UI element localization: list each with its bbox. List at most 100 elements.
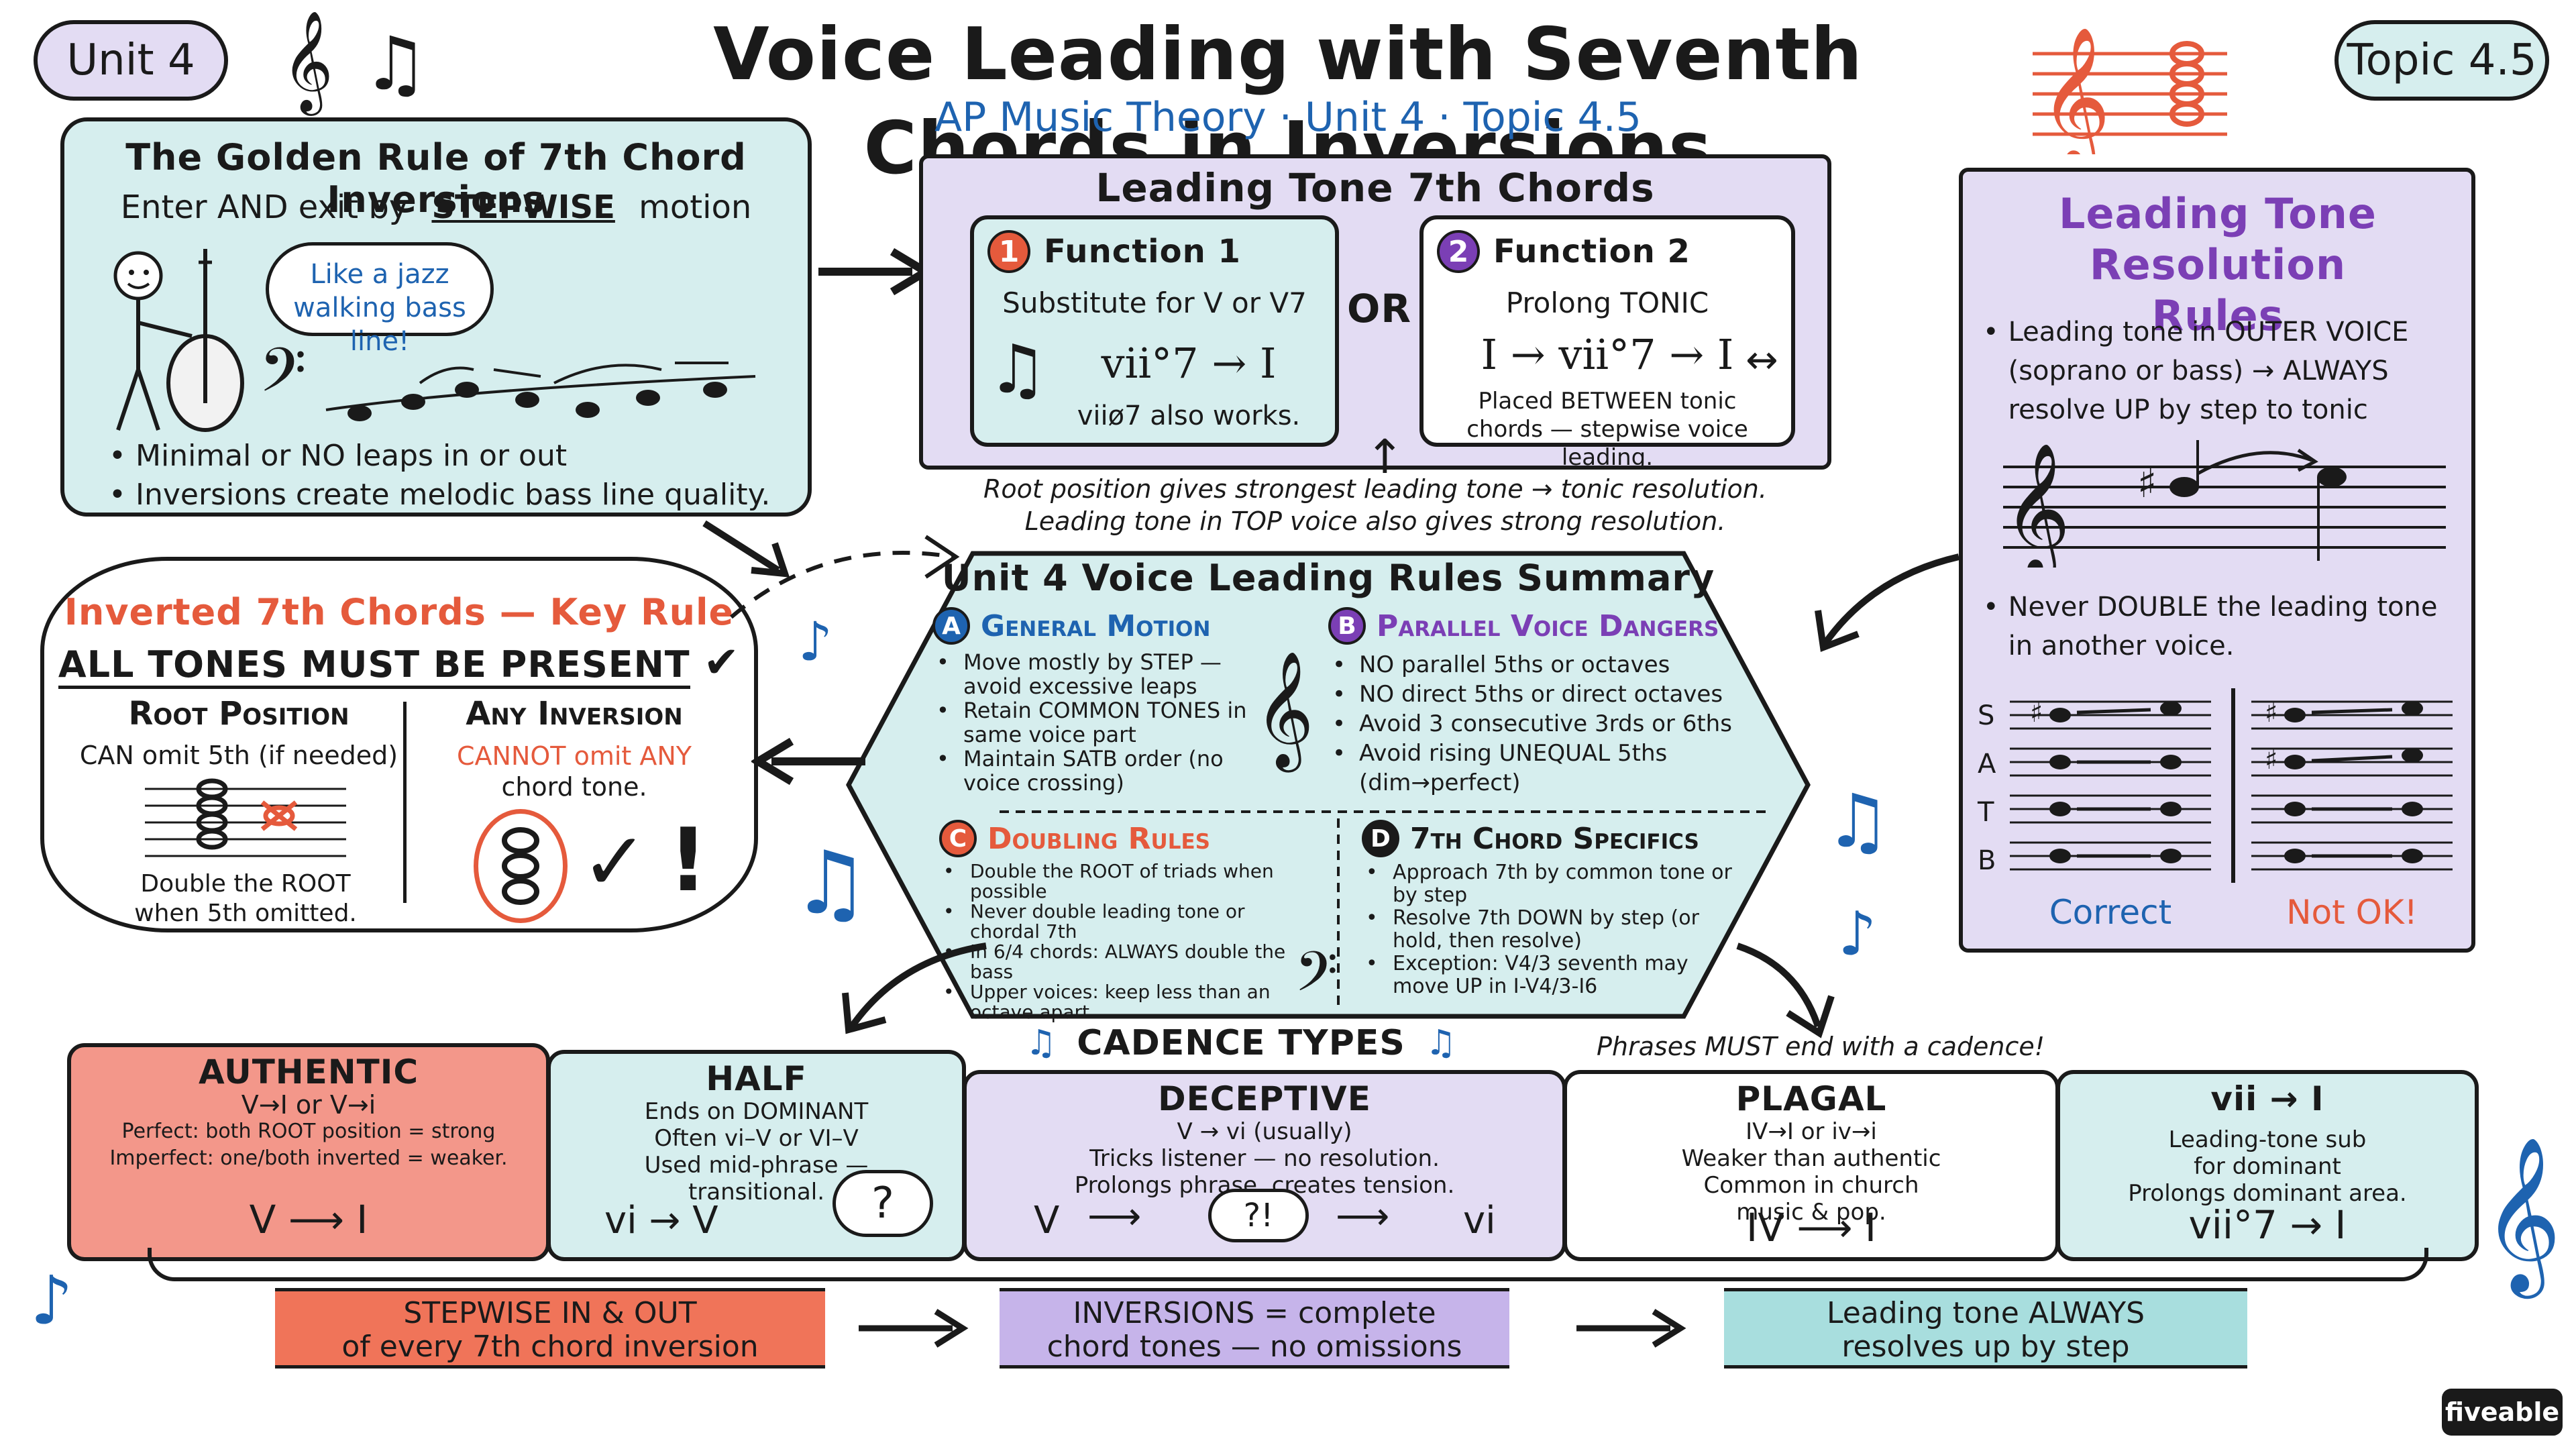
cadence-name: Authentic xyxy=(198,1053,419,1091)
eighth-notes-icon: ♫ xyxy=(1825,778,1891,864)
eighth-notes-icon: ♫ xyxy=(1025,1023,1057,1063)
voice-label-a: A xyxy=(1978,749,1996,780)
summary-section-b: B Parallel Voice Dangers NO parallel 5th… xyxy=(1328,607,1758,798)
section-c-title: Doubling Rules xyxy=(987,821,1210,856)
banner-line: chord tones — no omissions xyxy=(1046,1330,1462,1364)
section-a-badge: A xyxy=(932,607,970,645)
voice-label-s: S xyxy=(1978,700,1995,731)
subtitle-emphasis: STEPWISE xyxy=(431,189,615,226)
cadence-line: transitional. xyxy=(688,1179,825,1205)
page-title: Voice Leading with Seventh Chords in Inv… xyxy=(713,13,1863,191)
list-item: Resolve 7th DOWN by step (or hold, then … xyxy=(1362,907,1737,953)
bass-player-icon xyxy=(113,249,244,432)
cadence-half: Half Ends on DOMINANT Often vi–V or VI–V… xyxy=(547,1050,966,1261)
correct-label: Correct xyxy=(2049,893,2172,932)
leading-tone-staff: 𝄞 ♯ xyxy=(2003,440,2446,568)
inv-desc-text: chord tone. xyxy=(501,772,647,802)
leading-tone-caption: Root position gives strongest leading to… xyxy=(939,473,1811,537)
banner-arrow xyxy=(1576,1309,1686,1348)
cloud-divider xyxy=(403,702,407,903)
cadence-line: V → vi (usually) xyxy=(1177,1118,1352,1145)
cadence-line: Weaker than authentic xyxy=(1681,1145,1941,1172)
subtitle-pre: Enter AND exit by xyxy=(120,189,409,226)
function-1-title: Function 1 xyxy=(1044,233,1241,270)
cadence-bracket xyxy=(148,1248,2428,1281)
arrow-to-authentic xyxy=(842,943,987,1034)
cadence-header: ♫ Cadence Types ♫ xyxy=(1006,1023,1476,1063)
summary-section-a: A General Motion Move mostly by STEP — a… xyxy=(932,607,1275,795)
cadence-line: Tricks listener — no resolution. xyxy=(1089,1145,1440,1172)
section-a-title: General Motion xyxy=(981,608,1211,643)
checkmark-icon: ✔ xyxy=(703,638,741,688)
banner-inversions: INVERSIONS = complete chord tones — no o… xyxy=(1000,1288,1509,1368)
cadence-line: music & pop. xyxy=(1736,1199,1886,1226)
function-1-header: 1 Function 1 xyxy=(987,230,1241,273)
banner-line: of every 7th chord inversion xyxy=(341,1330,759,1364)
cadence-line: Perfect: both ROOT position = strong xyxy=(121,1120,496,1143)
music-note-icon: ♪ xyxy=(798,610,833,673)
cadence-name: Plagal xyxy=(1735,1079,1887,1118)
surprise-bubble-icon: ?! xyxy=(1208,1189,1309,1242)
function-2-card: 2 Function 2 Prolong TONIC I → vii°7 → I… xyxy=(1419,215,1795,471)
cadence-line: Imperfect: one/both inverted = weaker. xyxy=(109,1146,508,1170)
inv-desc-emphasis: CANNOT omit ANY xyxy=(456,741,692,771)
rule-2-text: Never DOUBLE the leading tone in another… xyxy=(2008,592,2438,661)
or-label: OR xyxy=(1347,286,1411,331)
banner-arrow xyxy=(859,1309,969,1348)
svg-text:♯: ♯ xyxy=(2265,745,2277,775)
cadence-formula: vi → V xyxy=(604,1199,718,1242)
stacked-notes-icon xyxy=(502,827,539,905)
section-d-badge: D xyxy=(1362,820,1399,857)
summary-title: Unit 4 Voice Leading Rules Summary xyxy=(941,557,1715,599)
cadence-title: Cadence Types xyxy=(1077,1023,1405,1063)
list-item: NO direct 5ths or direct octaves xyxy=(1328,680,1758,709)
golden-rule-bullets: Minimal or NO leaps in or out Inversions… xyxy=(105,437,802,515)
banner-line: STEPWISE IN & OUT xyxy=(403,1296,697,1330)
cadence-name: Deceptive xyxy=(1158,1079,1371,1118)
golden-rule-title: The Golden Rule of 7th Chord Inversions xyxy=(125,136,747,221)
any-inversion-desc: CANNOT omit ANY chord tone. xyxy=(420,741,729,802)
svg-text:♯: ♯ xyxy=(2030,698,2043,729)
resolution-rules-panel: Leading Tone Resolution Rules •Leading t… xyxy=(1959,168,2475,953)
list-item: Never double leading tone or chordal 7th xyxy=(939,902,1288,942)
list-item: Retain COMMON TONES in same voice part xyxy=(932,698,1275,747)
music-note-icon: ♫ xyxy=(987,330,1048,409)
list-item: Maintain SATB order (no voice crossing) xyxy=(932,747,1275,795)
caption-line: Leading tone in TOP voice also gives str… xyxy=(1024,506,1726,536)
dashed-connector xyxy=(730,535,960,619)
resolution-rule-1: •Leading tone in OUTER VOICE (soprano or… xyxy=(1983,313,2453,429)
section-d-header: D 7th Chord Specifics xyxy=(1362,820,1737,857)
function-1-formula: vii°7 → I xyxy=(1101,339,1277,388)
cadence-line: Ends on DOMINANT xyxy=(644,1098,869,1125)
section-b-title: Parallel Voice Dangers xyxy=(1377,608,1719,643)
leading-tone-title: Leading Tone 7th Chords xyxy=(1095,165,1655,211)
topic-badge: Topic 4.5 xyxy=(2334,20,2549,101)
cadence-note: Phrases MUST end with a cadence! xyxy=(1597,1032,2045,1061)
inverted-rule-cloud: Inverted 7th Chords — Key Rule All tones… xyxy=(40,557,758,932)
list-item: Avoid 3 consecutive 3rds or 6ths xyxy=(1328,709,1758,739)
eighth-notes-icon: ♫ xyxy=(362,21,429,107)
arrow-from-resolution-rules xyxy=(1815,553,1960,652)
banner-leading-tone: Leading tone ALWAYS resolves up by step xyxy=(1724,1288,2247,1368)
function-2-number: 2 xyxy=(1437,230,1480,273)
page-subtitle: AP Music Theory · Unit 4 · Topic 4.5 xyxy=(934,94,1642,141)
unit-badge: Unit 4 xyxy=(34,20,228,101)
function-2-note: Placed BETWEEN tonic chords — stepwise v… xyxy=(1466,388,1748,471)
cadence-name: Half xyxy=(706,1059,807,1098)
staff-chord-icon: 𝄞 xyxy=(2033,26,2227,154)
satb-wrong-example: ♯ ♯ xyxy=(2251,698,2453,871)
arrow-to-inverted xyxy=(702,520,790,578)
function-1-number: 1 xyxy=(987,230,1030,273)
golden-rule-subtitle: Enter AND exit by STEPWISE motion xyxy=(64,189,808,226)
section-a-list: Move mostly by STEP — avoid excessive le… xyxy=(932,650,1275,795)
double-arrow-icon: ↔ xyxy=(1746,337,1778,382)
staff-divider xyxy=(2231,688,2235,883)
root-position-desc: CAN omit 5th (if needed) xyxy=(79,741,398,770)
svg-text:♯: ♯ xyxy=(2265,698,2277,729)
cadence-line: IV→I or iv→i xyxy=(1746,1118,1877,1145)
cadence-formula-right: vi xyxy=(1463,1199,1496,1242)
root-position-note: Double the ROOT when 5th omitted. xyxy=(134,870,357,927)
resolution-rules-title: Leading Tone Resolution Rules xyxy=(2059,189,2377,340)
eighth-notes-icon: ♫ xyxy=(792,832,870,934)
function-2-header: 2 Function 2 xyxy=(1437,230,1690,273)
